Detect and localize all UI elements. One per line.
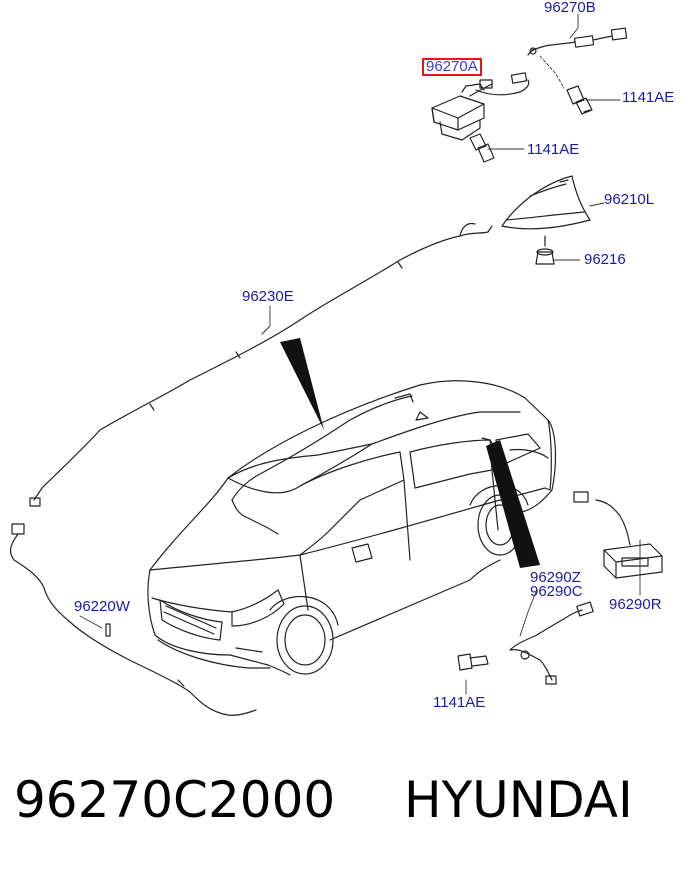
label-96210l: 96210L [604,191,655,208]
part-96220w [9,523,257,716]
bolt-1141ae-lower [457,653,489,671]
leader-lines [79,13,641,695]
part-96210l [501,175,591,230]
label-96270b: 96270B [544,0,596,16]
label-96216: 96216 [584,251,626,268]
diagram-drawing [9,13,663,716]
footer: 96270C2000 HYUNDAI [0,762,683,842]
part-number-text: 96270C2000 [14,771,336,829]
sedan-illustration [147,380,557,676]
part-96270b [527,27,628,56]
brand-text: HYUNDAI [404,771,633,829]
label-96230e: 96230E [242,288,294,305]
label-1141ae-lower: 1141AE [433,694,486,711]
label-96290z: 96290Z [530,569,581,586]
label-1141ae-upper: 1141AE [622,89,675,106]
parts-diagram: 96270B 96270A 1141AE 1141AE 96210L 96216… [9,0,675,716]
part-96270a [431,72,530,141]
label-1141ae-middle: 1141AE [527,141,580,158]
label-96220w: 96220W [74,598,130,615]
label-96290r: 96290R [609,596,662,613]
part-96290r [573,491,663,579]
roof-harness [231,393,496,535]
part-96230e [29,222,493,507]
pointer-wedge-roof [280,338,324,430]
bolt-1141ae-upper [566,85,593,115]
part-96290c [509,601,594,685]
label-96290c: 96290C [530,583,583,600]
part-96216 [535,235,555,265]
label-96270a[interactable]: 96270A [422,58,482,76]
bolt-1141ae-middle [469,133,495,163]
pointer-wedge-rear [486,440,540,568]
